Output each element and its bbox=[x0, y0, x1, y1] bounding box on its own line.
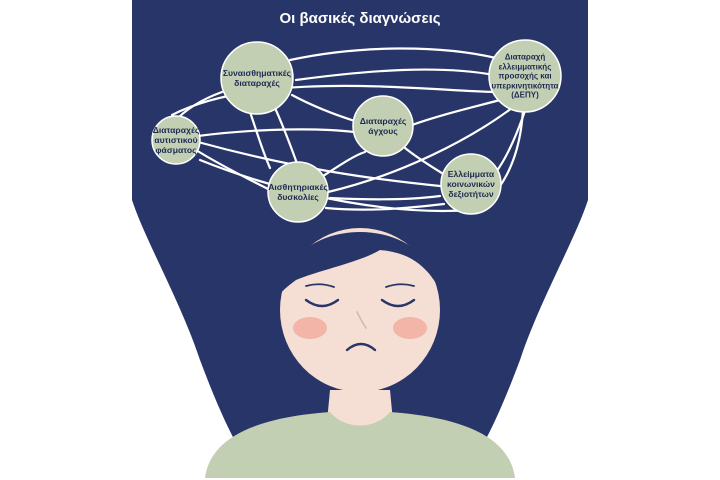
left-eyebrow bbox=[305, 283, 335, 288]
node-sensory bbox=[267, 161, 329, 223]
shirt bbox=[205, 412, 515, 478]
link-sensory-anxiety bbox=[318, 150, 367, 180]
link-autism-social bbox=[196, 140, 442, 188]
left-eye bbox=[304, 298, 340, 308]
node-emotional bbox=[220, 41, 294, 115]
link-autism-anxiety bbox=[196, 128, 356, 138]
node-anxiety bbox=[352, 95, 414, 157]
link-sensory-social bbox=[328, 194, 442, 201]
nose bbox=[356, 311, 367, 329]
node-label-sensory: Αισθητηριακές δυσκολίες bbox=[268, 182, 328, 202]
right-eyebrow bbox=[385, 283, 415, 288]
node-adhd bbox=[488, 39, 562, 113]
right-eye bbox=[380, 298, 416, 308]
hair-bangs bbox=[276, 232, 444, 300]
mouth bbox=[345, 342, 377, 352]
link-autism-adhd bbox=[170, 84, 496, 117]
link-emotional-adhd bbox=[288, 47, 498, 62]
node-label-social: Ελλείμματα κοινωνικών δεξιοτήτων bbox=[447, 169, 495, 199]
page-title: Οι βασικές διαγνώσεις bbox=[279, 10, 441, 27]
neck bbox=[326, 390, 394, 432]
node-label-adhd: Διαταραχή ελλειμματικής προσοχής και υπε… bbox=[491, 52, 559, 100]
node-label-anxiety: Διαταραχές άγχους bbox=[359, 116, 407, 136]
link-anxiety-adhd bbox=[410, 98, 502, 127]
node-autism bbox=[151, 115, 201, 165]
right-cheek bbox=[393, 317, 427, 339]
link-emotional-sensory-2 bbox=[248, 110, 272, 170]
nodes bbox=[151, 39, 562, 223]
left-cheek bbox=[293, 317, 327, 339]
node-social bbox=[440, 153, 502, 215]
link-emotional-adhd-2 bbox=[294, 68, 496, 82]
node-label-emotional: Συναισθηματικές διαταραχές bbox=[222, 68, 292, 88]
connection-lines bbox=[170, 47, 528, 213]
node-label-autism: Διαταραχές αυτιστικού φάσματος bbox=[152, 125, 200, 155]
link-sensory-adhd bbox=[326, 103, 518, 194]
link-adhd-social bbox=[494, 106, 528, 174]
